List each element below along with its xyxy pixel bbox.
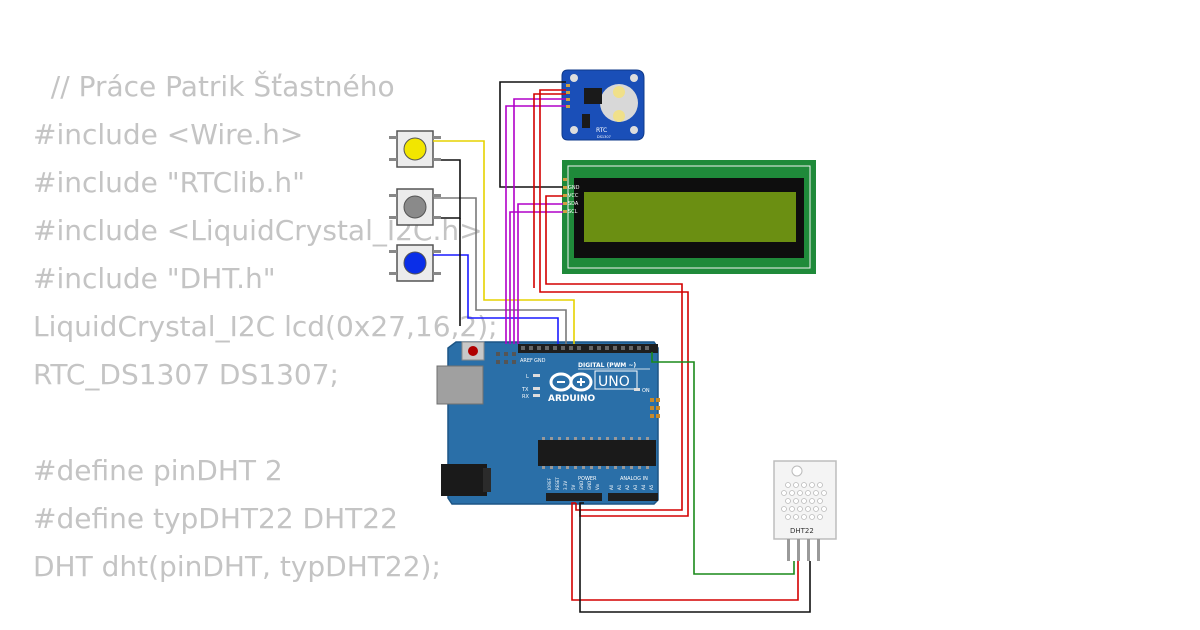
wire-rtc-scl: [505, 105, 566, 344]
digital-header[interactable]: [518, 344, 658, 353]
l-led-label: L: [526, 374, 529, 380]
gnd-label: GND: [534, 358, 546, 364]
wire-dht-data: [651, 352, 795, 575]
usb-port: [436, 365, 484, 405]
code-line-9: #define pinDHT 2: [33, 454, 283, 487]
arduino-brand: ARDUINO: [548, 394, 596, 404]
code-line-5: #include "DHT.h": [33, 262, 276, 295]
dht22-sensor[interactable]: DHT22: [773, 460, 837, 561]
push-button-yellow[interactable]: [389, 130, 441, 168]
power-label: POWER: [578, 476, 597, 482]
lcd-gnd-label: GND: [568, 185, 580, 191]
tx-led-label: TX: [521, 387, 529, 393]
arduino-model: UNO: [598, 374, 630, 390]
wire-dht-vcc: [571, 502, 799, 601]
dht22-label: DHT22: [790, 527, 814, 535]
wire-rtc-sda: [513, 98, 566, 344]
code-line-3: #include "RTClib.h": [33, 166, 305, 199]
battery-holder-icon: [600, 84, 638, 122]
aref-label: AREF: [520, 358, 533, 364]
vin-pin-label: Vin: [595, 483, 600, 490]
lcd-scl-label: SCL: [568, 209, 578, 215]
rtc-chip: [584, 88, 602, 104]
arduino-uno-board[interactable]: AREF GND DIGITAL (PWM ~) L TX RX ARDUINO…: [436, 341, 660, 505]
rtc-label: RTC: [596, 127, 607, 134]
wire-lcd-gnd: [499, 81, 566, 188]
power-jack: [441, 464, 487, 496]
a3-pin-label: A3: [633, 484, 638, 490]
analog-label: ANALOG IN: [620, 476, 648, 482]
lcd-screen: [584, 192, 796, 242]
a5-pin-label: A5: [649, 484, 654, 490]
analog-header[interactable]: [608, 493, 658, 501]
power-header[interactable]: [546, 493, 602, 501]
wires: [433, 81, 811, 613]
lcd-vcc-label: VCC: [568, 193, 579, 199]
code-line-10: #define typDHT22 DHT22: [33, 502, 398, 535]
wire-blue-button: [433, 254, 559, 344]
reset-pin-label: RESET: [555, 477, 560, 490]
code-line-2: #include <Wire.h>: [33, 118, 304, 151]
a2-pin-label: A2: [625, 484, 630, 490]
wire-rtc-gnd: [533, 93, 566, 288]
code-line-6: LiquidCrystal_I2C lcd(0x27,16,2);: [33, 310, 498, 343]
push-button-gray[interactable]: [389, 188, 441, 226]
wire-lcd-sda: [517, 203, 563, 344]
gnd2-pin-label: GND: [587, 481, 592, 490]
lcd-sda-label: SDA: [568, 201, 579, 207]
on-label: ON: [642, 388, 650, 394]
code-line-1: // Práce Patrik Šťastného: [33, 70, 395, 103]
rtc-chip-label: DS1307: [597, 135, 611, 139]
arduino-logo-icon: [549, 372, 593, 392]
push-button-blue[interactable]: [389, 244, 441, 282]
3v3-pin-label: 3.3V: [563, 481, 568, 490]
wire-lcd-vcc: [545, 195, 683, 511]
microcontroller-chip: [538, 440, 656, 466]
digital-label: DIGITAL (PWM ~): [578, 362, 636, 369]
a1-pin-label: A1: [617, 484, 622, 490]
5v-pin-label: 5V: [571, 484, 576, 490]
wire-ground-buttons: [441, 159, 461, 219]
wire-yellow-button: [433, 140, 575, 344]
a4-pin-label: A4: [641, 484, 646, 490]
a0-pin-label: A0: [609, 484, 614, 490]
wire-dht-gnd: [579, 502, 811, 613]
reset-button[interactable]: [468, 346, 478, 356]
code-line-4: #include <LiquidCrystal_I2C.h>: [33, 214, 483, 247]
code-line-7: RTC_DS1307 DS1307;: [33, 358, 339, 391]
code-line-11: DHT dht(pinDHT, typDHT22);: [33, 550, 441, 583]
rtc-module[interactable]: RTC DS1307: [561, 69, 645, 141]
wire-gray-button: [433, 197, 567, 344]
rx-led-label: RX: [522, 394, 529, 400]
gnd1-pin-label: GND: [579, 481, 584, 490]
ioref-pin-label: IOREF: [547, 477, 552, 490]
lcd-display[interactable]: GND VCC SDA SCL: [562, 160, 816, 274]
